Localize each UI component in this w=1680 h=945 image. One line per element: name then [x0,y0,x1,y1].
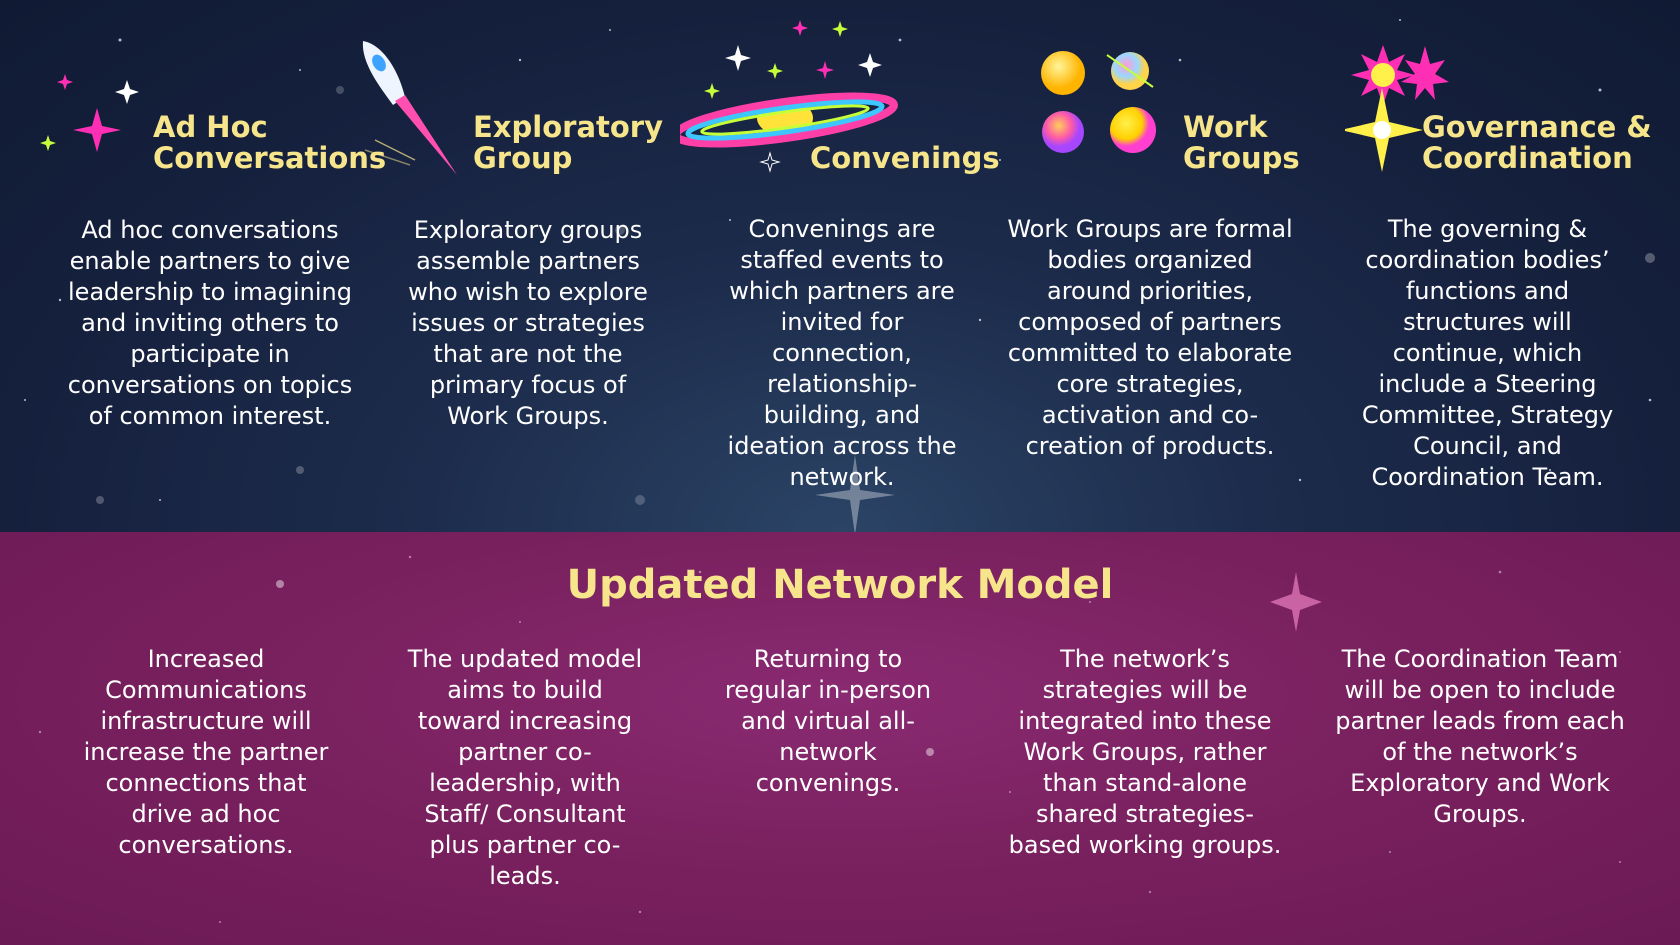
rocket-icon [362,41,457,175]
description-governance: The governing & coordination bodies’ fun… [1361,215,1614,491]
title-line1: Ad Hoc [153,110,268,144]
updated-network-model-title: Updated Network Model [566,562,1114,608]
description-ad-hoc: Ad hoc conversations enable partners to … [67,216,353,430]
description-convenings: Convenings are staffed events to which p… [727,215,957,491]
title-line1: Work [1183,110,1268,144]
title-convenings: Convenings [810,143,1000,174]
glow-star [815,455,895,532]
title-line2: Conversations [153,141,387,175]
sparkle-stars-icon [40,74,139,152]
updated-model-section: Updated Network Model Increased Communic… [0,532,1680,945]
ringed-planet-icon [680,20,898,173]
starburst-icon [1345,45,1449,172]
title-line2: Coordination [1422,141,1633,175]
description-work-groups: Work Groups are formal bodies organized … [1007,215,1293,460]
starfield-top [0,0,1680,532]
title-line2: Groups [1183,141,1300,175]
title-ad-hoc: Ad Hoc Conversations [153,112,386,174]
updated-convenings: Returning to regular in-person and virtu… [724,645,932,797]
updated-work-groups: The network’s strategies will be integra… [1008,645,1282,859]
title-line2: Group [473,141,573,175]
updated-exploratory: The updated model aims to build toward i… [407,645,643,890]
starfield-bottom [38,555,1621,923]
title-governance: Governance & Coordination [1422,112,1652,174]
title-work-groups: Work Groups [1183,112,1300,174]
title-exploratory: Exploratory Group [473,112,663,174]
updated-governance: The Coordination Team will be open to in… [1335,645,1625,828]
description-exploratory: Exploratory groups assemble partners who… [408,216,648,430]
title-line1: Exploratory [473,110,664,144]
top-section: Ad Hoc Conversations Exploratory Group C… [0,0,1680,532]
planets-cluster-icon [1041,51,1156,153]
updated-ad-hoc: Increased Communications infrastructure … [83,645,329,859]
title-line2: Convenings [810,141,1000,175]
title-line1: Governance & [1422,110,1652,144]
pink-glow-star [1270,572,1322,632]
